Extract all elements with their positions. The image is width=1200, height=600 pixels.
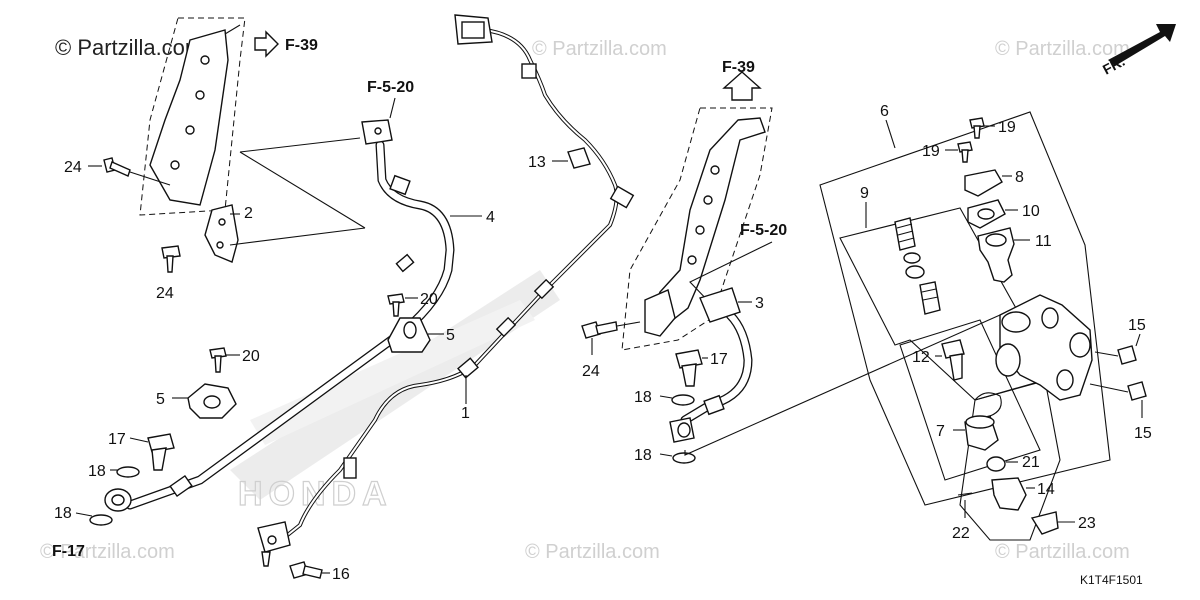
honda-logo-watermark: HONDA: [238, 475, 393, 513]
leader-lines-left: [229, 137, 366, 246]
diagram-code: K1T4F1501: [1080, 573, 1143, 587]
leader-hose3-to-cylinder: [684, 314, 1001, 456]
callout-24-b: 24: [156, 285, 174, 302]
watermark-bottom-left: © Partzilla.com: [40, 541, 175, 563]
callout-16: 16: [332, 566, 350, 583]
washer-18-d: [672, 452, 696, 464]
bolt-15-b: [1127, 381, 1147, 401]
ref-f39-left: F-39: [285, 37, 318, 54]
bolt-12: [941, 339, 965, 359]
callout-6: 6: [880, 103, 889, 120]
watermark-top-center: © Partzilla.com: [532, 38, 667, 60]
honda-wing-watermark: [230, 270, 560, 500]
washer-18-b: [89, 514, 113, 526]
bolt-24-right: [581, 321, 641, 339]
ref-arrow-right-icon: [254, 30, 279, 58]
callout-18-b: 18: [54, 505, 72, 522]
callout-5-a: 5: [446, 327, 455, 344]
callout-7: 7: [936, 423, 945, 440]
callout-15-a: 15: [1128, 317, 1146, 334]
callout-22: 22: [952, 525, 970, 542]
callout-19-a: 19: [998, 119, 1016, 136]
bolt-24-left-lower: [161, 245, 181, 273]
callout-5-b: 5: [156, 391, 165, 408]
callout-13: 13: [528, 154, 546, 171]
bolt-17-left: [147, 433, 175, 471]
callout-20-a: 20: [420, 291, 438, 308]
callout-20-b: 20: [242, 348, 260, 365]
part-5-clamp-upper: [387, 317, 431, 353]
circlip: [974, 392, 1002, 417]
watermark-main: © Partzilla.com: [55, 35, 203, 60]
brake-hose-4: [104, 119, 455, 512]
callout-24-c: 24: [582, 363, 600, 380]
callout-9: 9: [860, 185, 869, 202]
master-cylinder-assembly-6: [819, 111, 1147, 541]
right-bracket-dashed-outline: [621, 107, 773, 351]
callout-3: 3: [755, 295, 764, 312]
callout-12: 12: [912, 349, 930, 366]
callout-11: 11: [1035, 233, 1052, 250]
part-2-clip: [204, 204, 239, 263]
callout-18-a: 18: [88, 463, 106, 480]
ref-f520-right: F-5-20: [740, 222, 787, 239]
bolt-20-lower: [209, 347, 227, 373]
joint-14: [991, 477, 1027, 511]
callout-24-a: 24: [64, 159, 82, 176]
bolt-16: [289, 561, 323, 579]
nut-21: [986, 456, 1006, 472]
bolt-17-right: [675, 349, 703, 387]
washer-18-c: [671, 394, 695, 406]
callout-8: 8: [1015, 169, 1024, 186]
callout-15-b: 15: [1134, 425, 1152, 442]
ref-f39-top: F-39: [722, 59, 755, 76]
ref-f17: F-17: [52, 543, 85, 560]
watermark-top-right: © Partzilla.com: [995, 38, 1130, 60]
bolt-24-left: [103, 157, 171, 186]
callout-1: 1: [461, 405, 470, 422]
callout-19-b: 19: [922, 143, 940, 160]
callout-18-d: 18: [634, 447, 652, 464]
callout-23: 23: [1078, 515, 1096, 532]
reservoir-cap-8: [964, 169, 1003, 197]
left-bracket-group: F-39: [139, 17, 318, 216]
callout-14: 14: [1037, 481, 1055, 498]
assembly-6-outline: [819, 111, 1111, 506]
part-5-clamp-lower: [187, 383, 237, 419]
spring-9: [894, 217, 916, 251]
watermark-bottom-center: © Partzilla.com: [525, 541, 660, 563]
callout-10: 10: [1022, 203, 1040, 220]
bolt-20-upper: [387, 293, 405, 317]
callout-2: 2: [244, 205, 253, 222]
callout-17-a: 17: [108, 431, 126, 448]
callout-21: 21: [1022, 454, 1040, 471]
clip-13: [567, 147, 591, 169]
hose-3-fitting: [699, 287, 741, 323]
watermark-bottom-right: © Partzilla.com: [995, 541, 1130, 563]
clip-23: [1030, 511, 1059, 535]
brake-hose-3: [669, 287, 753, 443]
ref-arrow-up-icon: [722, 71, 762, 101]
callout-17-b: 17: [710, 351, 728, 368]
bolt-15-a: [1117, 345, 1137, 365]
left-bracket-plate: [149, 29, 229, 206]
right-bracket-group: F-39: [621, 59, 773, 351]
ref-f520-left: F-5-20: [367, 79, 414, 96]
subassy-outline: [899, 319, 1041, 481]
callout-4: 4: [486, 209, 495, 226]
washer-18-a: [116, 466, 140, 478]
abs-sensor-wire-1: [257, 14, 635, 567]
pin-22: [957, 492, 973, 496]
callout-18-c: 18: [634, 389, 652, 406]
